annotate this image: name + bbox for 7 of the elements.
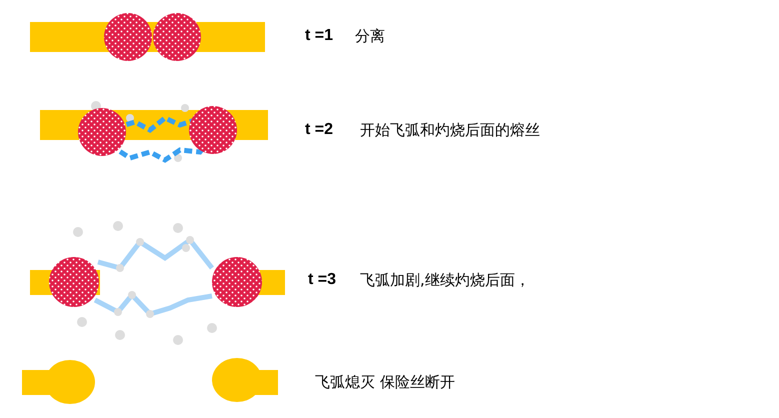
time-label: t =3 (308, 271, 336, 289)
caption-text: 分离 (355, 27, 385, 45)
caption-text: 飞弧熄灭 保险丝断开 (315, 373, 455, 391)
time-label: t =2 (305, 121, 334, 139)
caption-text: 飞弧加剧,继续灼烧后面， (360, 271, 530, 289)
caption-text: 开始飞弧和灼烧后面的熔丝 (360, 121, 540, 139)
time-label: t =1 (305, 27, 334, 45)
